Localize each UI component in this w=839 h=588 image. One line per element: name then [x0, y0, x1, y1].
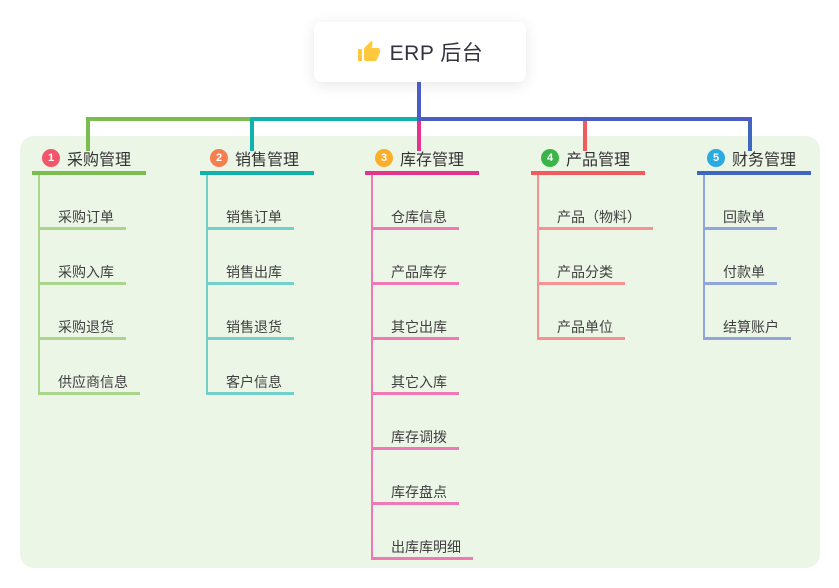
child-node[interactable]: 产品库存	[371, 230, 459, 285]
children-connector-line	[206, 175, 208, 395]
branch-node[interactable]: 1 采购管理	[32, 145, 146, 175]
connector-drop-branch-2	[250, 121, 254, 151]
child-node[interactable]: 产品单位	[537, 285, 625, 340]
child-node[interactable]: 仓库信息	[371, 175, 459, 230]
children-connector-line	[371, 175, 373, 560]
connector-drop-branch-4	[583, 121, 587, 151]
branch-number-badge: 2	[210, 149, 228, 167]
child-node[interactable]: 销售出库	[206, 230, 294, 285]
branch-column-5: 5 财务管理 回款单付款单结算账户	[697, 145, 811, 340]
child-node[interactable]: 销售退货	[206, 285, 294, 340]
child-node[interactable]: 产品（物料）	[537, 175, 653, 230]
branch-children: 采购订单采购入库采购退货供应商信息	[32, 175, 146, 395]
child-node[interactable]: 回款单	[703, 175, 777, 230]
branch-node[interactable]: 3 库存管理	[365, 145, 479, 175]
child-node[interactable]: 其它出库	[371, 285, 459, 340]
child-node[interactable]: 库存盘点	[371, 450, 459, 505]
branch-label: 产品管理	[566, 152, 631, 169]
root-title: ERP 后台	[389, 42, 484, 65]
branch-label: 库存管理	[400, 152, 465, 169]
branch-label: 销售管理	[235, 152, 300, 169]
connector-drop-branch-5	[748, 121, 752, 151]
child-node[interactable]: 采购退货	[38, 285, 126, 340]
branch-column-4: 4 产品管理 产品（物料）产品分类产品单位	[531, 145, 653, 340]
child-node[interactable]: 付款单	[703, 230, 777, 285]
child-node[interactable]: 其它入库	[371, 340, 459, 395]
branch-node[interactable]: 4 产品管理	[531, 145, 645, 175]
connector-horizontal-segment-2	[250, 117, 417, 121]
connector-root-vertical	[417, 82, 421, 121]
thumbs-up-icon	[357, 40, 381, 64]
child-node[interactable]: 客户信息	[206, 340, 294, 395]
child-node[interactable]: 产品分类	[537, 230, 625, 285]
branch-children: 产品（物料）产品分类产品单位	[531, 175, 653, 340]
child-node[interactable]: 库存调拨	[371, 395, 459, 450]
branch-node[interactable]: 5 财务管理	[697, 145, 811, 175]
connector-drop-branch-1	[86, 121, 90, 151]
root-node[interactable]: ERP 后台	[314, 22, 526, 82]
branch-label: 财务管理	[732, 152, 797, 169]
child-node[interactable]: 销售订单	[206, 175, 294, 230]
branch-number-badge: 4	[541, 149, 559, 167]
branch-number-badge: 5	[707, 149, 725, 167]
branch-number-badge: 3	[375, 149, 393, 167]
branch-node[interactable]: 2 销售管理	[200, 145, 314, 175]
branch-children: 销售订单销售出库销售退货客户信息	[200, 175, 314, 395]
child-node[interactable]: 供应商信息	[38, 340, 140, 395]
connector-drop-branch-3	[417, 121, 421, 151]
children-connector-line	[38, 175, 40, 395]
child-node[interactable]: 结算账户	[703, 285, 791, 340]
connector-horizontal-segment-1	[86, 117, 250, 121]
child-node[interactable]: 采购入库	[38, 230, 126, 285]
branch-column-2: 2 销售管理 销售订单销售出库销售退货客户信息	[200, 145, 314, 395]
children-connector-line	[537, 175, 539, 340]
connector-horizontal-segment-3	[417, 117, 752, 121]
branch-children: 仓库信息产品库存其它出库其它入库库存调拨库存盘点出库库明细	[365, 175, 479, 560]
branch-children: 回款单付款单结算账户	[697, 175, 811, 340]
branches-panel	[20, 136, 820, 568]
branch-column-1: 1 采购管理 采购订单采购入库采购退货供应商信息	[32, 145, 146, 395]
child-node[interactable]: 出库库明细	[371, 505, 473, 560]
children-connector-line	[703, 175, 705, 340]
branch-number-badge: 1	[42, 149, 60, 167]
child-node[interactable]: 采购订单	[38, 175, 126, 230]
branch-column-3: 3 库存管理 仓库信息产品库存其它出库其它入库库存调拨库存盘点出库库明细	[365, 145, 479, 560]
branch-label: 采购管理	[67, 152, 132, 169]
